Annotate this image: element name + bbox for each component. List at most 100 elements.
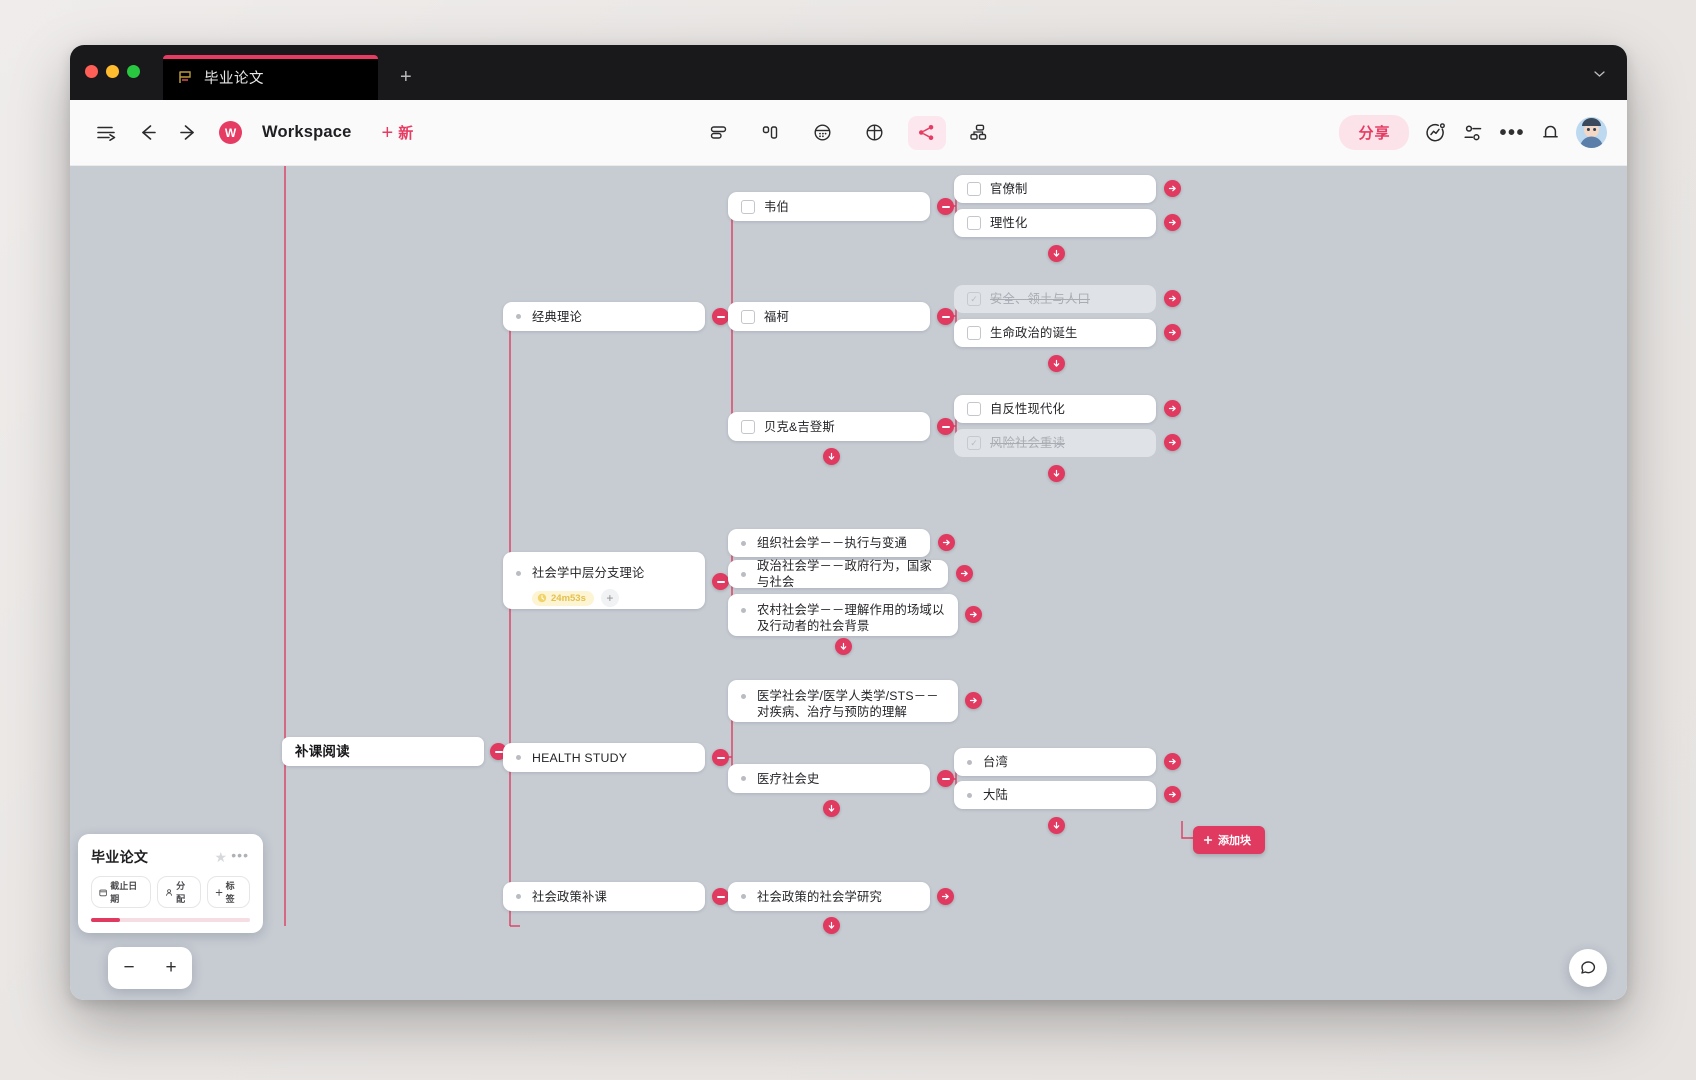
mindmap-node-bureaucracy[interactable]: 官僚制 [954, 175, 1156, 203]
checkbox-checked-icon[interactable] [967, 436, 981, 450]
collapse-handle-foucault[interactable] [937, 308, 954, 325]
checkbox-icon[interactable] [741, 309, 755, 324]
mindmap-node-rationalization[interactable]: 理性化 [954, 209, 1156, 237]
share-nodes-icon[interactable] [907, 115, 946, 150]
mindmap-node-classic-theory[interactable]: 经典理论 [503, 302, 705, 331]
user-avatar[interactable] [1576, 117, 1607, 148]
add-property-button[interactable]: + [600, 589, 619, 607]
activity-chart-icon[interactable] [1424, 121, 1447, 144]
share-button[interactable]: 分享 [1339, 115, 1410, 150]
expand-handle-medical-sociology[interactable] [965, 692, 982, 709]
new-tab-button[interactable]: + [400, 66, 412, 88]
workspace-name[interactable]: Workspace [262, 123, 352, 141]
more-dots-icon[interactable]: ••• [1499, 121, 1525, 144]
star-icon[interactable]: ★ [214, 849, 227, 865]
mindmap-node-rural-sociology[interactable]: 农村社会学－－理解作用的场域以及行动者的社会背景 [728, 594, 958, 636]
mindmap-canvas[interactable]: 补课阅读 经典理论 韦伯 官僚制 [70, 166, 1627, 1000]
menu-lines-icon[interactable] [96, 122, 117, 143]
expand-handle-security-territory[interactable] [1164, 290, 1181, 307]
checkbox-icon[interactable] [967, 402, 981, 416]
settings-sliders-icon[interactable] [1462, 122, 1484, 144]
mindmap-root-node[interactable]: 补课阅读 [282, 737, 484, 766]
mindmap-node-political-sociology[interactable]: 政治社会学－－政府行为，国家与社会 [728, 559, 948, 589]
add-sibling-handle-health-group[interactable] [823, 800, 840, 817]
collapse-handle-health-study[interactable] [712, 749, 729, 766]
arrow-left-icon[interactable] [137, 122, 158, 143]
checkbox-icon[interactable] [967, 182, 981, 196]
chevron-down-icon[interactable] [1592, 66, 1607, 86]
task-preview-card[interactable]: 毕业论文 ★ ••• 截止日期 分配 标签 [78, 834, 263, 933]
collapse-handle-classic-theory[interactable] [712, 308, 729, 325]
org-chart-icon[interactable] [960, 116, 998, 150]
mindmap-node-mainland[interactable]: 大陆 [954, 781, 1156, 809]
workspace-avatar[interactable]: W [219, 121, 242, 144]
minimize-button[interactable] [106, 65, 119, 78]
close-button[interactable] [85, 65, 98, 78]
new-button[interactable]: + 新 [382, 122, 414, 143]
add-sibling-handle-weber-group[interactable] [1048, 245, 1065, 262]
expand-handle-risk-society[interactable] [1164, 434, 1181, 451]
zoom-in-button[interactable]: + [165, 957, 177, 978]
collapse-handle-medical-social-history[interactable] [937, 770, 954, 787]
checkbox-icon[interactable] [741, 199, 755, 214]
add-sibling-handle-beck-group[interactable] [1048, 465, 1065, 482]
arrow-right-icon[interactable] [178, 122, 199, 143]
mindmap-node-taiwan[interactable]: 台湾 [954, 748, 1156, 776]
collapse-handle-midrange-theory[interactable] [712, 573, 729, 590]
zoom-out-button[interactable]: − [123, 957, 135, 978]
expand-handle-mainland[interactable] [1164, 786, 1181, 803]
time-tracked-badge[interactable]: 24m53s [532, 590, 594, 606]
expand-handle-political-sociology[interactable] [956, 565, 973, 582]
expand-handle-rationalization[interactable] [1164, 214, 1181, 231]
checkbox-icon[interactable] [741, 419, 755, 434]
expand-handle-organizational-sociology[interactable] [938, 534, 955, 551]
expand-handle-reflexive-modernization[interactable] [1164, 400, 1181, 417]
collapse-handle-beck-giddens[interactable] [937, 418, 954, 435]
expand-handle-taiwan[interactable] [1164, 753, 1181, 770]
zoom-controls[interactable]: − + [108, 947, 192, 989]
add-sibling-handle-medical-history-group[interactable] [1048, 817, 1065, 834]
add-sibling-handle-social-policy-group[interactable] [823, 917, 840, 934]
mindmap-node-security-territory[interactable]: 安全、领土与人口 [954, 285, 1156, 313]
kanban-columns-icon[interactable] [752, 116, 790, 150]
mindmap-node-organizational-sociology[interactable]: 组织社会学－－执行与变通 [728, 529, 930, 557]
calendar-dots-icon[interactable] [804, 116, 842, 150]
list-stack-icon[interactable] [700, 116, 738, 150]
expand-handle-bureaucracy[interactable] [1164, 180, 1181, 197]
mindmap-node-beck-giddens[interactable]: 贝克&吉登斯 [728, 412, 930, 441]
mindmap-node-birth-biopolitics[interactable]: 生命政治的诞生 [954, 319, 1156, 347]
mindmap-node-social-policy-research[interactable]: 社会政策的社会学研究 [728, 882, 930, 911]
due-date-chip[interactable]: 截止日期 [91, 876, 151, 908]
mindmap-node-health-study[interactable]: HEALTH STUDY [503, 743, 705, 772]
tags-chip[interactable]: 标签 [206, 876, 250, 908]
collapse-handle-weber[interactable] [937, 198, 954, 215]
add-sibling-handle-classic-group[interactable] [823, 448, 840, 465]
chat-bubble-icon[interactable] [1569, 949, 1607, 987]
collapse-handle-root[interactable] [490, 743, 507, 760]
mindmap-node-risk-society[interactable]: 风险社会重读 [954, 429, 1156, 457]
add-sibling-handle-foucault-group[interactable] [1048, 355, 1065, 372]
table-grid-icon[interactable] [856, 116, 894, 150]
mindmap-node-medical-social-history[interactable]: 医疗社会史 [728, 764, 930, 793]
expand-handle-rural-sociology[interactable] [965, 606, 982, 623]
mindmap-node-social-policy[interactable]: 社会政策补课 [503, 882, 705, 911]
mindmap-node-medical-sociology[interactable]: 医学社会学/医学人类学/STS－－对疾病、治疗与预防的理解 [728, 680, 958, 722]
checkbox-icon[interactable] [967, 326, 981, 340]
more-dots-icon[interactable]: ••• [231, 847, 249, 863]
checkbox-icon[interactable] [967, 216, 981, 230]
mindmap-node-reflexive-modernization[interactable]: 自反性现代化 [954, 395, 1156, 423]
collapse-handle-social-policy[interactable] [712, 888, 729, 905]
mindmap-node-weber[interactable]: 韦伯 [728, 192, 930, 221]
mindmap-node-foucault[interactable]: 福柯 [728, 302, 930, 331]
mindmap-node-midrange-theory[interactable]: 社会学中层分支理论 24m53s + [503, 552, 705, 609]
expand-handle-social-policy-research[interactable] [937, 888, 954, 905]
assignee-chip[interactable]: 分配 [157, 876, 201, 908]
add-block-button[interactable]: 添加块 [1193, 826, 1265, 854]
checkbox-checked-icon[interactable] [967, 292, 981, 306]
maximize-button[interactable] [127, 65, 140, 78]
window-controls[interactable] [85, 65, 140, 78]
notification-bell-icon[interactable] [1540, 122, 1561, 143]
browser-tab[interactable]: 毕业论文 [163, 55, 378, 100]
add-sibling-handle-midrange-group[interactable] [835, 638, 852, 655]
expand-handle-birth-biopolitics[interactable] [1164, 324, 1181, 341]
